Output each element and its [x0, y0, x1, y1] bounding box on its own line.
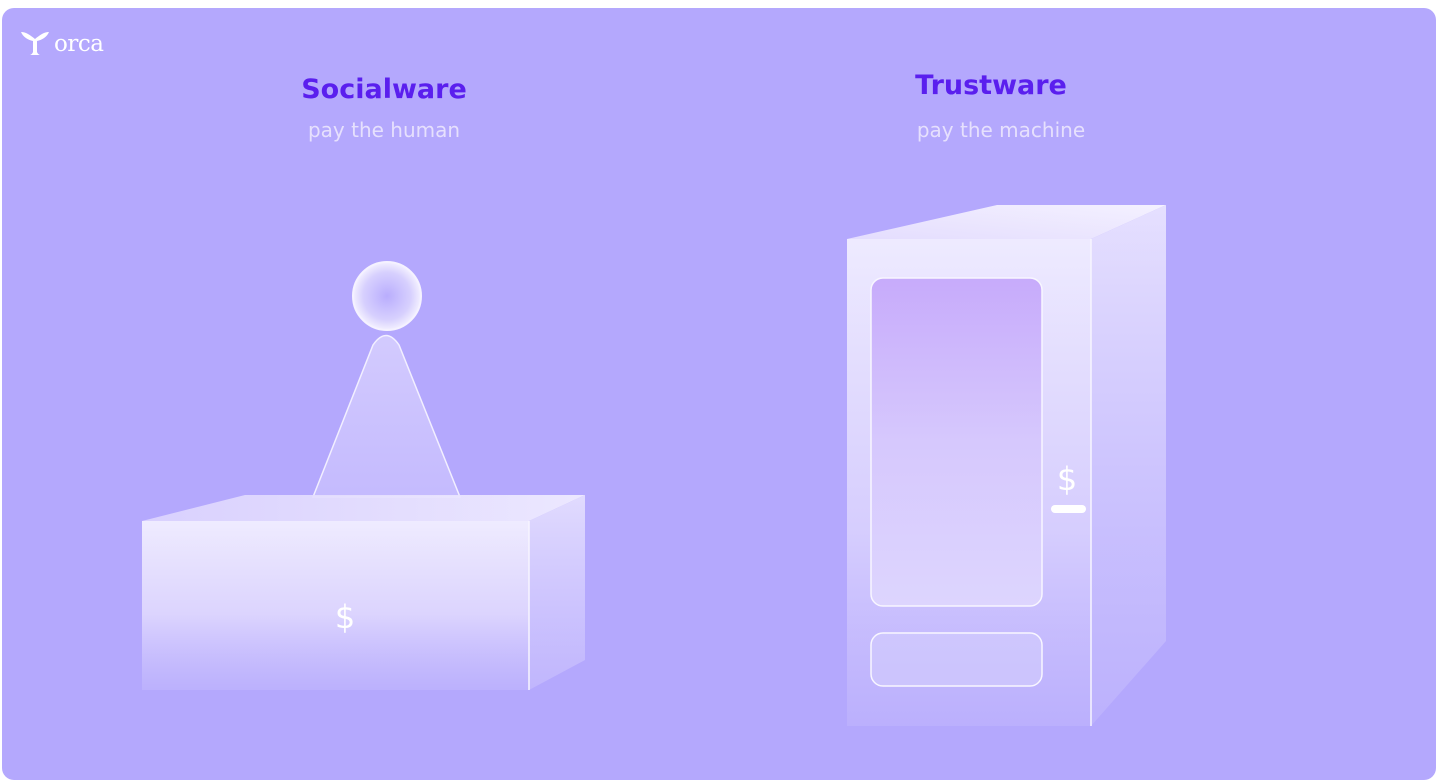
- vending-top: [847, 205, 1166, 239]
- counter-top: [142, 495, 585, 521]
- orca-logo: orca: [20, 30, 104, 57]
- human-body: [311, 334, 462, 498]
- coin-slot: [1051, 505, 1086, 513]
- vending-dispense-tray: [870, 632, 1043, 687]
- slide: orca Socialware pay the human Trustware …: [2, 8, 1436, 780]
- vending-window: [870, 277, 1043, 607]
- human-head: [352, 261, 422, 331]
- illustration-canvas: $ $: [142, 205, 1166, 726]
- counter: $: [142, 495, 585, 690]
- human-figure: [311, 261, 462, 498]
- vending-machine: $: [847, 205, 1166, 726]
- vending-price-symbol: $: [1057, 460, 1077, 498]
- vending-side: [1091, 205, 1166, 726]
- brand-name: orca: [54, 30, 104, 57]
- trustware-title: Trustware: [915, 70, 1067, 101]
- counter-front: [142, 521, 529, 690]
- socialware-title: Socialware: [301, 74, 467, 105]
- orca-tail-icon: [21, 32, 49, 55]
- counter-price-symbol: $: [335, 598, 355, 636]
- socialware-subtitle: pay the human: [307, 118, 461, 142]
- trustware-subtitle: pay the machine: [916, 118, 1086, 142]
- counter-side: [529, 495, 585, 690]
